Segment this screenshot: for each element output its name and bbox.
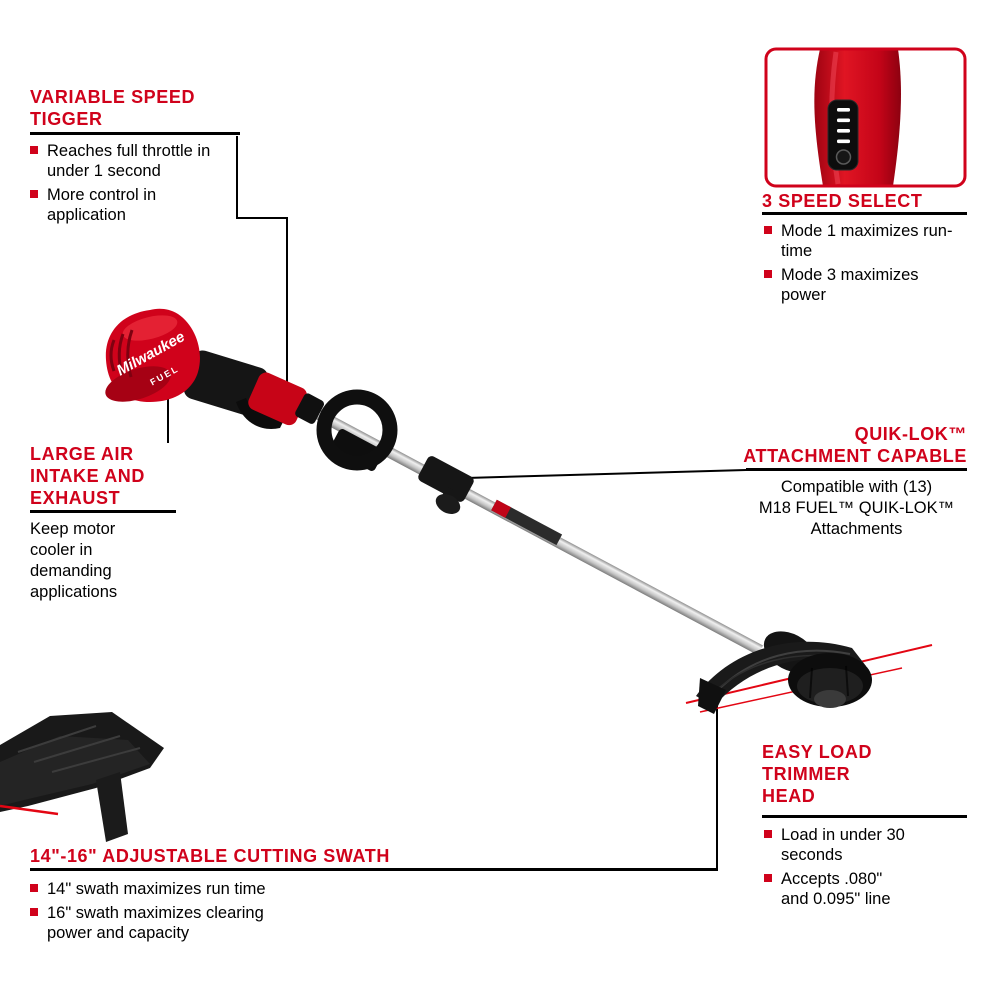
bullet-text: Reaches full throttle in under 1 second — [47, 142, 211, 180]
air-intake-title-line: LARGE AIR — [30, 444, 134, 464]
bullet-item: Mode 3 maximizes power — [764, 265, 954, 305]
bullet-square-icon — [764, 830, 772, 838]
callout-line-quik-lok — [465, 469, 747, 479]
bullet-item: Mode 1 maximizes run-time — [764, 221, 954, 261]
power-head: Milwaukee FUEL — [105, 308, 325, 429]
trimmer-head-title-line: EASY LOAD — [762, 742, 873, 762]
air-intake-title-line: EXHAUST — [30, 488, 121, 508]
speed-select-button — [835, 149, 852, 165]
variable-speed-title-line: TIGGER — [30, 109, 103, 129]
quik-lok-title-line: QUIK-LOK™ — [854, 424, 967, 444]
trimmer-head-underline — [762, 815, 967, 818]
bullet-square-icon — [30, 908, 38, 916]
quik-lok-title-line: ATTACHMENT CAPABLE — [743, 446, 967, 466]
trimmer-illustration: Milwaukee FUEL — [105, 308, 933, 714]
bullet-item: Load in under 30 seconds — [764, 825, 906, 865]
bullet-item: 16" swath maximizes clearing power and c… — [30, 903, 300, 943]
variable-speed-bullets: Reaches full throttle in under 1 second … — [30, 141, 215, 229]
inset-border — [764, 47, 967, 188]
trimmer-head-title-line: HEAD — [762, 786, 816, 806]
trimmer-head — [685, 631, 933, 714]
variable-speed-title-line: VARIABLE SPEED — [30, 87, 196, 107]
bullet-square-icon — [764, 226, 772, 234]
guard-ribs — [17, 725, 141, 773]
bullet-text: Accepts .080" and 0.095" line — [781, 870, 891, 908]
trimmer-head-title-line: TRIMMER — [762, 764, 851, 784]
bullet-item: More control in application — [30, 185, 215, 225]
speed-select-underline — [762, 212, 967, 215]
cutting-swath-bullets: 14" swath maximizes run time 16" swath m… — [30, 879, 300, 947]
air-vents — [109, 329, 134, 378]
line-cutoff-blade — [96, 772, 128, 842]
speed-indicator-bars — [837, 108, 850, 144]
bullet-square-icon — [764, 270, 772, 278]
quik-lok-body-line: Compatible with (13) — [780, 478, 933, 496]
quik-lok-body-line: Attachments — [810, 520, 903, 538]
trimmer-head-bullets: Load in under 30 seconds Accepts .080" a… — [764, 825, 906, 913]
air-intake-underline — [30, 510, 176, 513]
bump-knob — [814, 690, 846, 708]
variable-speed-callout: VARIABLE SPEED TIGGER — [30, 86, 195, 130]
cutting-swath-underline — [30, 868, 718, 871]
variable-speed-underline — [30, 132, 240, 135]
bullet-item: 14" swath maximizes run time — [30, 879, 300, 899]
cutting-swath-title-line: 14"-16" ADJUSTABLE CUTTING SWATH — [30, 846, 390, 866]
bullet-square-icon — [30, 884, 38, 892]
speed-select-callout: 3 SPEED SELECT — [762, 190, 922, 212]
bullet-text: 16" swath maximizes clearing power and c… — [47, 904, 264, 942]
bullet-square-icon — [30, 190, 38, 198]
quik-lok-callout: QUIK-LOK™ ATTACHMENT CAPABLE — [720, 423, 967, 467]
bullet-square-icon — [30, 146, 38, 154]
quik-lok-body-line: M18 FUEL™ QUIK-LOK™ — [758, 499, 955, 517]
quik-lok-body: Compatible with (13) M18 FUEL™ QUIK-LOK™… — [744, 477, 969, 540]
inset-trimmer-string — [0, 804, 59, 816]
speed-select-panel — [827, 99, 859, 171]
callout-lines — [167, 136, 747, 869]
callout-line-variable-speed — [236, 136, 288, 388]
bullet-text: Mode 3 maximizes power — [781, 266, 919, 304]
quik-lok-underline — [746, 468, 967, 471]
bullet-text: 14" swath maximizes run time — [47, 880, 266, 898]
bullet-text: More control in application — [47, 186, 157, 224]
air-intake-callout: LARGE AIR INTAKE AND EXHAUST — [30, 443, 145, 509]
shaft-decal — [491, 499, 563, 546]
bullet-item: Reaches full throttle in under 1 second — [30, 141, 215, 181]
cutting-swath-callout: 14"-16" ADJUSTABLE CUTTING SWATH — [30, 845, 390, 867]
cutting-swath-inset — [0, 712, 164, 842]
speed-select-inset — [764, 47, 967, 188]
air-intake-body: Keep motor cooler in demanding applicati… — [30, 520, 118, 601]
speed-select-bullets: Mode 1 maximizes run-time Mode 3 maximiz… — [764, 221, 954, 309]
bullet-item: Accepts .080" and 0.095" line — [764, 869, 906, 909]
bullet-square-icon — [764, 874, 772, 882]
loop-handle — [316, 389, 398, 471]
trimmer-head-callout: EASY LOAD TRIMMER HEAD — [762, 741, 872, 807]
quik-lok-clamp — [418, 456, 474, 515]
bullet-text: Load in under 30 seconds — [781, 826, 905, 864]
speed-select-title-line: 3 SPEED SELECT — [762, 191, 923, 211]
air-intake-title-line: INTAKE AND — [30, 466, 145, 486]
bullet-text: Mode 1 maximizes run-time — [781, 222, 953, 260]
